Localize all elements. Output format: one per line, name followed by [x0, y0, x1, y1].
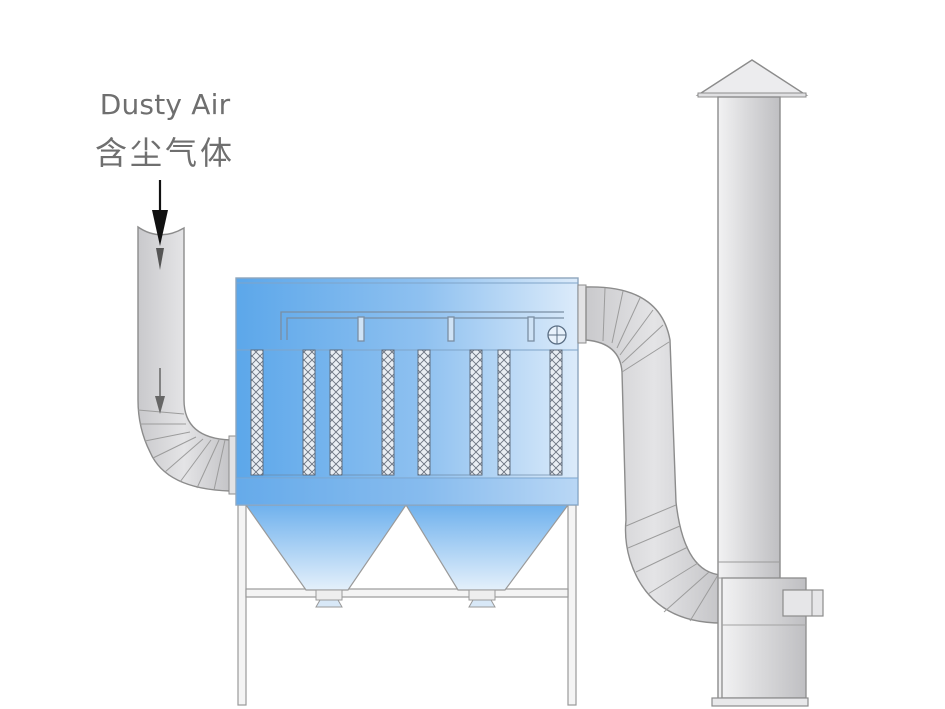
- outlet-duct: [577, 284, 723, 624]
- fan-housing: [711, 577, 824, 707]
- pulse-header-pipe: [280, 311, 564, 342]
- hoppers: [244, 504, 570, 608]
- inlet-label-english: Dusty Air: [99, 88, 231, 121]
- down-arrow-icon: [152, 180, 168, 270]
- inlet-duct: [137, 225, 237, 495]
- fan-icon: [547, 325, 567, 345]
- collector-housing: [235, 277, 579, 506]
- inlet-label-chinese: 含尘气体: [94, 134, 235, 172]
- filter-bags: [250, 349, 563, 476]
- down-arrow-icon: [155, 368, 165, 414]
